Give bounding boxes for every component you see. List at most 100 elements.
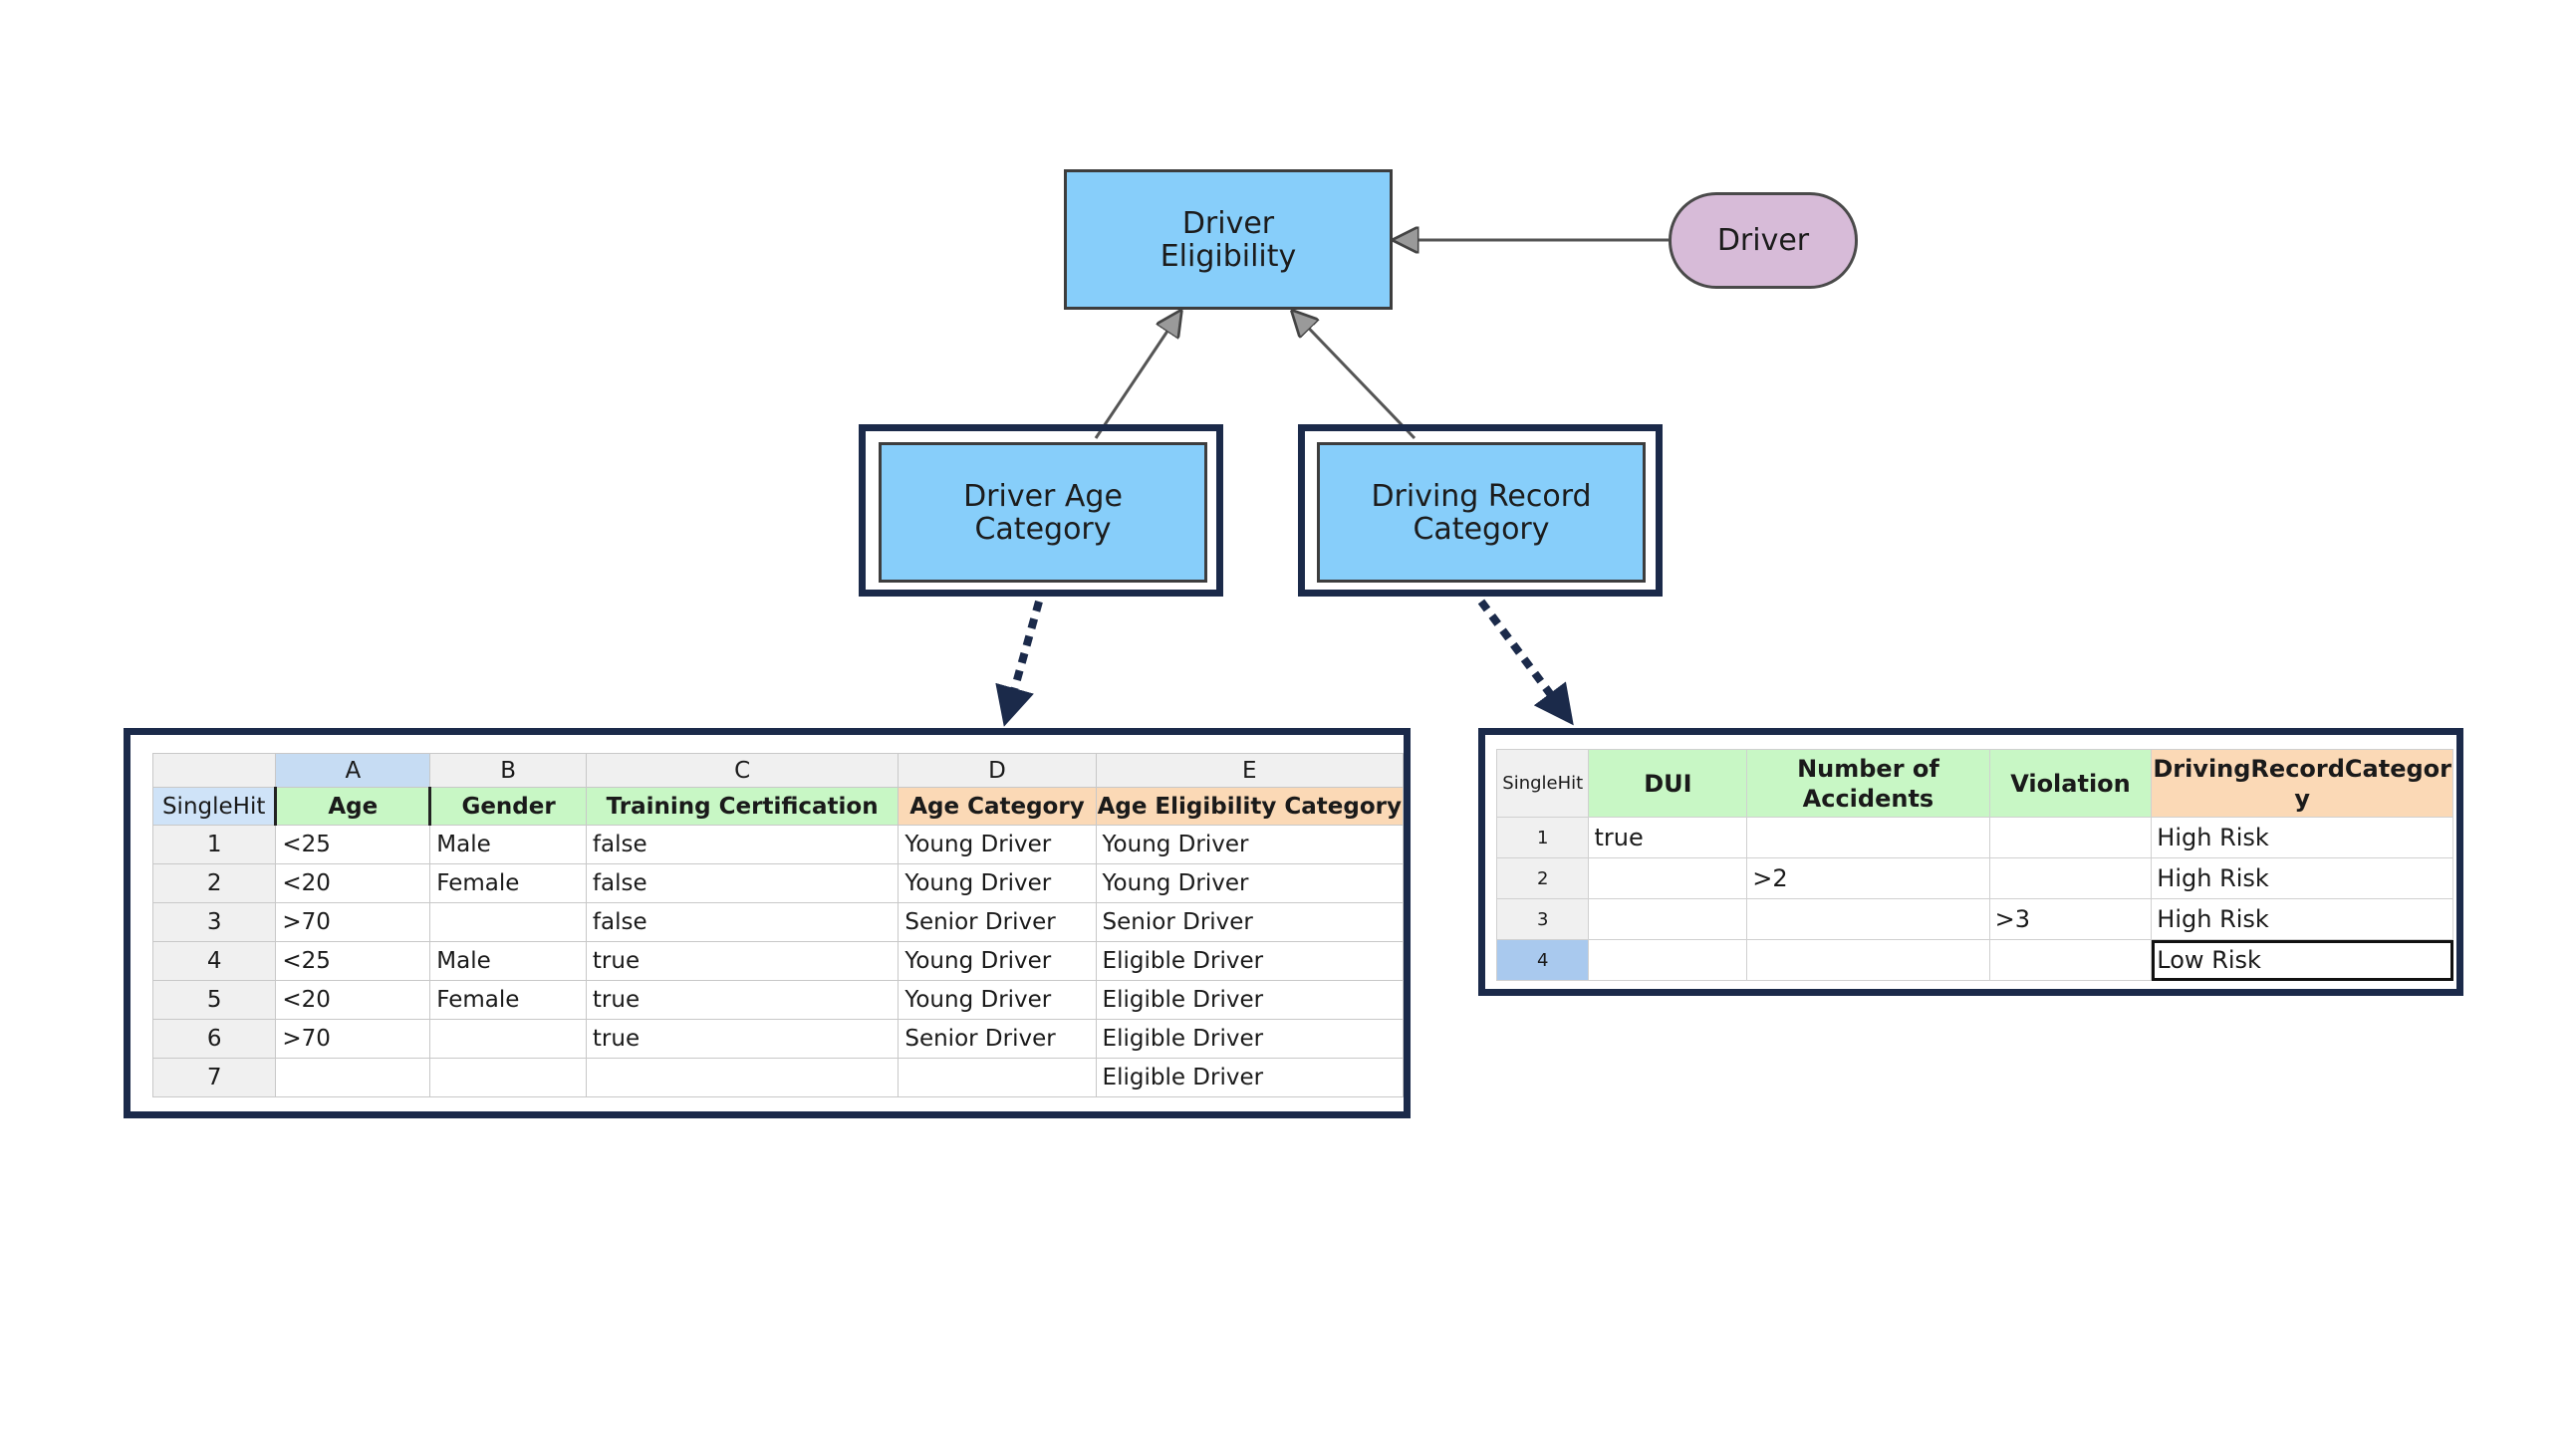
table-row: 1 true High Risk <box>1495 817 2453 858</box>
table-cell[interactable]: Young Driver <box>898 941 1097 981</box>
table-cell[interactable]: Female <box>429 863 587 903</box>
driving-record-decision-table-panel: SingleHit DUI Number of Accidents Violat… <box>1478 728 2463 996</box>
column-letter-c[interactable]: C <box>585 753 900 788</box>
table-row: 2 <20 Female false Young Driver Young Dr… <box>151 863 1405 903</box>
driver-input-node[interactable]: Driver <box>1669 192 1858 289</box>
row-number[interactable]: 6 <box>151 1019 277 1059</box>
dotted-arrow-age-table <box>995 600 1043 727</box>
table-row: 7 Eligible Driver <box>151 1058 1405 1097</box>
table-cell[interactable] <box>429 1058 587 1097</box>
header-row: SingleHit Age Gender Training Certificat… <box>151 787 1405 826</box>
table-cell[interactable]: Senior Driver <box>898 902 1097 942</box>
table-cell[interactable] <box>275 1058 431 1097</box>
table-cell[interactable]: Young Driver <box>1095 863 1405 903</box>
table-cell[interactable]: true <box>585 1019 900 1059</box>
table-cell[interactable]: Male <box>429 941 587 981</box>
row-number[interactable]: 1 <box>1495 817 1590 858</box>
table-row: 3 >3 High Risk <box>1495 898 2453 940</box>
table-cell[interactable]: Senior Driver <box>898 1019 1097 1059</box>
header-violation[interactable]: Violation <box>1988 749 2153 818</box>
row-number[interactable]: 3 <box>151 902 277 942</box>
table-cell-selected[interactable]: Low Risk <box>2151 939 2453 981</box>
driver-age-category-frame <box>859 424 1223 597</box>
table-cell[interactable]: >70 <box>275 1019 431 1059</box>
table-cell[interactable]: <20 <box>275 980 431 1020</box>
row-number[interactable]: 4 <box>151 941 277 981</box>
row-number[interactable]: 4 <box>1495 939 1590 981</box>
table-cell[interactable] <box>898 1058 1097 1097</box>
table-cell[interactable]: true <box>585 941 900 981</box>
driver-input-label: Driver <box>1716 223 1810 258</box>
table-cell[interactable]: false <box>585 863 900 903</box>
row-number[interactable]: 5 <box>151 980 277 1020</box>
header-dui[interactable]: DUI <box>1588 749 1748 818</box>
age-decision-table: A B C D E SingleHit Age Gender Training … <box>151 753 1405 1097</box>
table-cell[interactable] <box>1746 939 1990 981</box>
table-cell[interactable] <box>1988 939 2153 981</box>
table-cell[interactable]: Young Driver <box>898 980 1097 1020</box>
column-letter-e[interactable]: E <box>1095 753 1405 788</box>
table-cell[interactable] <box>585 1058 900 1097</box>
table-row: 5 <20 Female true Young Driver Eligible … <box>151 980 1405 1020</box>
table-cell[interactable] <box>1988 817 2153 858</box>
row-number[interactable]: 1 <box>151 825 277 864</box>
table-cell[interactable]: >3 <box>1988 898 2153 940</box>
table-cell[interactable] <box>1988 857 2153 899</box>
table-cell[interactable]: <20 <box>275 863 431 903</box>
table-cell[interactable]: Eligible Driver <box>1095 1058 1405 1097</box>
table-cell[interactable] <box>429 1019 587 1059</box>
table-cell[interactable]: High Risk <box>2151 817 2453 858</box>
table-cell[interactable]: true <box>585 980 900 1020</box>
row-number[interactable]: 2 <box>1495 857 1590 899</box>
table-cell[interactable]: Female <box>429 980 587 1020</box>
driver-eligibility-node[interactable]: Driver Eligibility <box>1064 169 1393 310</box>
row-number[interactable]: 2 <box>151 863 277 903</box>
table-cell[interactable]: Male <box>429 825 587 864</box>
header-age-category[interactable]: Age Category <box>898 787 1097 826</box>
table-cell[interactable]: true <box>1588 817 1748 858</box>
table-cell[interactable] <box>429 902 587 942</box>
table-row: 2 >2 High Risk <box>1495 857 2453 899</box>
table-cell[interactable]: Eligible Driver <box>1095 980 1405 1020</box>
hit-policy-label[interactable]: SingleHit <box>151 787 277 826</box>
table-cell[interactable]: Eligible Driver <box>1095 941 1405 981</box>
table-cell[interactable]: >70 <box>275 902 431 942</box>
table-cell[interactable] <box>1588 857 1748 899</box>
table-cell[interactable] <box>1588 939 1748 981</box>
column-letter-d[interactable]: D <box>898 753 1097 788</box>
table-cell[interactable] <box>1746 898 1990 940</box>
header-age[interactable]: Age <box>274 787 432 826</box>
table-cell[interactable]: High Risk <box>2151 857 2453 899</box>
header-gender[interactable]: Gender <box>429 787 587 826</box>
table-cell[interactable]: Eligible Driver <box>1095 1019 1405 1059</box>
row-number[interactable]: 3 <box>1495 898 1590 940</box>
edge-record-category-to-eligibility <box>1293 312 1417 440</box>
driving-record-decision-table: SingleHit DUI Number of Accidents Violat… <box>1495 749 2453 981</box>
driver-age-category-node[interactable]: Driver Age Category <box>879 442 1207 583</box>
table-cell[interactable] <box>1588 898 1748 940</box>
corner-blank <box>151 753 277 788</box>
table-cell[interactable]: >2 <box>1746 857 1990 899</box>
row-number[interactable]: 7 <box>151 1058 277 1097</box>
column-letter-b[interactable]: B <box>429 753 587 788</box>
table-cell[interactable]: Young Driver <box>898 825 1097 864</box>
driving-record-category-node[interactable]: Driving Record Category <box>1317 442 1646 583</box>
table-cell[interactable]: Young Driver <box>1095 825 1405 864</box>
hit-policy-label[interactable]: SingleHit <box>1495 749 1590 818</box>
table-cell[interactable]: Young Driver <box>898 863 1097 903</box>
header-number-of-accidents[interactable]: Number of Accidents <box>1746 749 1990 818</box>
table-cell[interactable]: false <box>585 825 900 864</box>
header-age-eligibility-category[interactable]: Age Eligibility Category <box>1095 787 1405 826</box>
table-cell[interactable]: false <box>585 902 900 942</box>
column-letter-a[interactable]: A <box>275 753 431 788</box>
table-cell[interactable]: <25 <box>275 941 431 981</box>
table-cell[interactable] <box>1746 817 1990 858</box>
table-cell[interactable]: High Risk <box>2151 898 2453 940</box>
table-cell[interactable]: Senior Driver <box>1095 902 1405 942</box>
header-training-certification[interactable]: Training Certification <box>585 787 900 826</box>
driver-eligibility-label: Driver Eligibility <box>1159 205 1297 274</box>
table-cell[interactable]: <25 <box>275 825 431 864</box>
header-driving-record-category[interactable]: DrivingRecordCategor y <box>2151 749 2453 818</box>
edge-age-category-to-eligibility <box>1094 312 1180 439</box>
